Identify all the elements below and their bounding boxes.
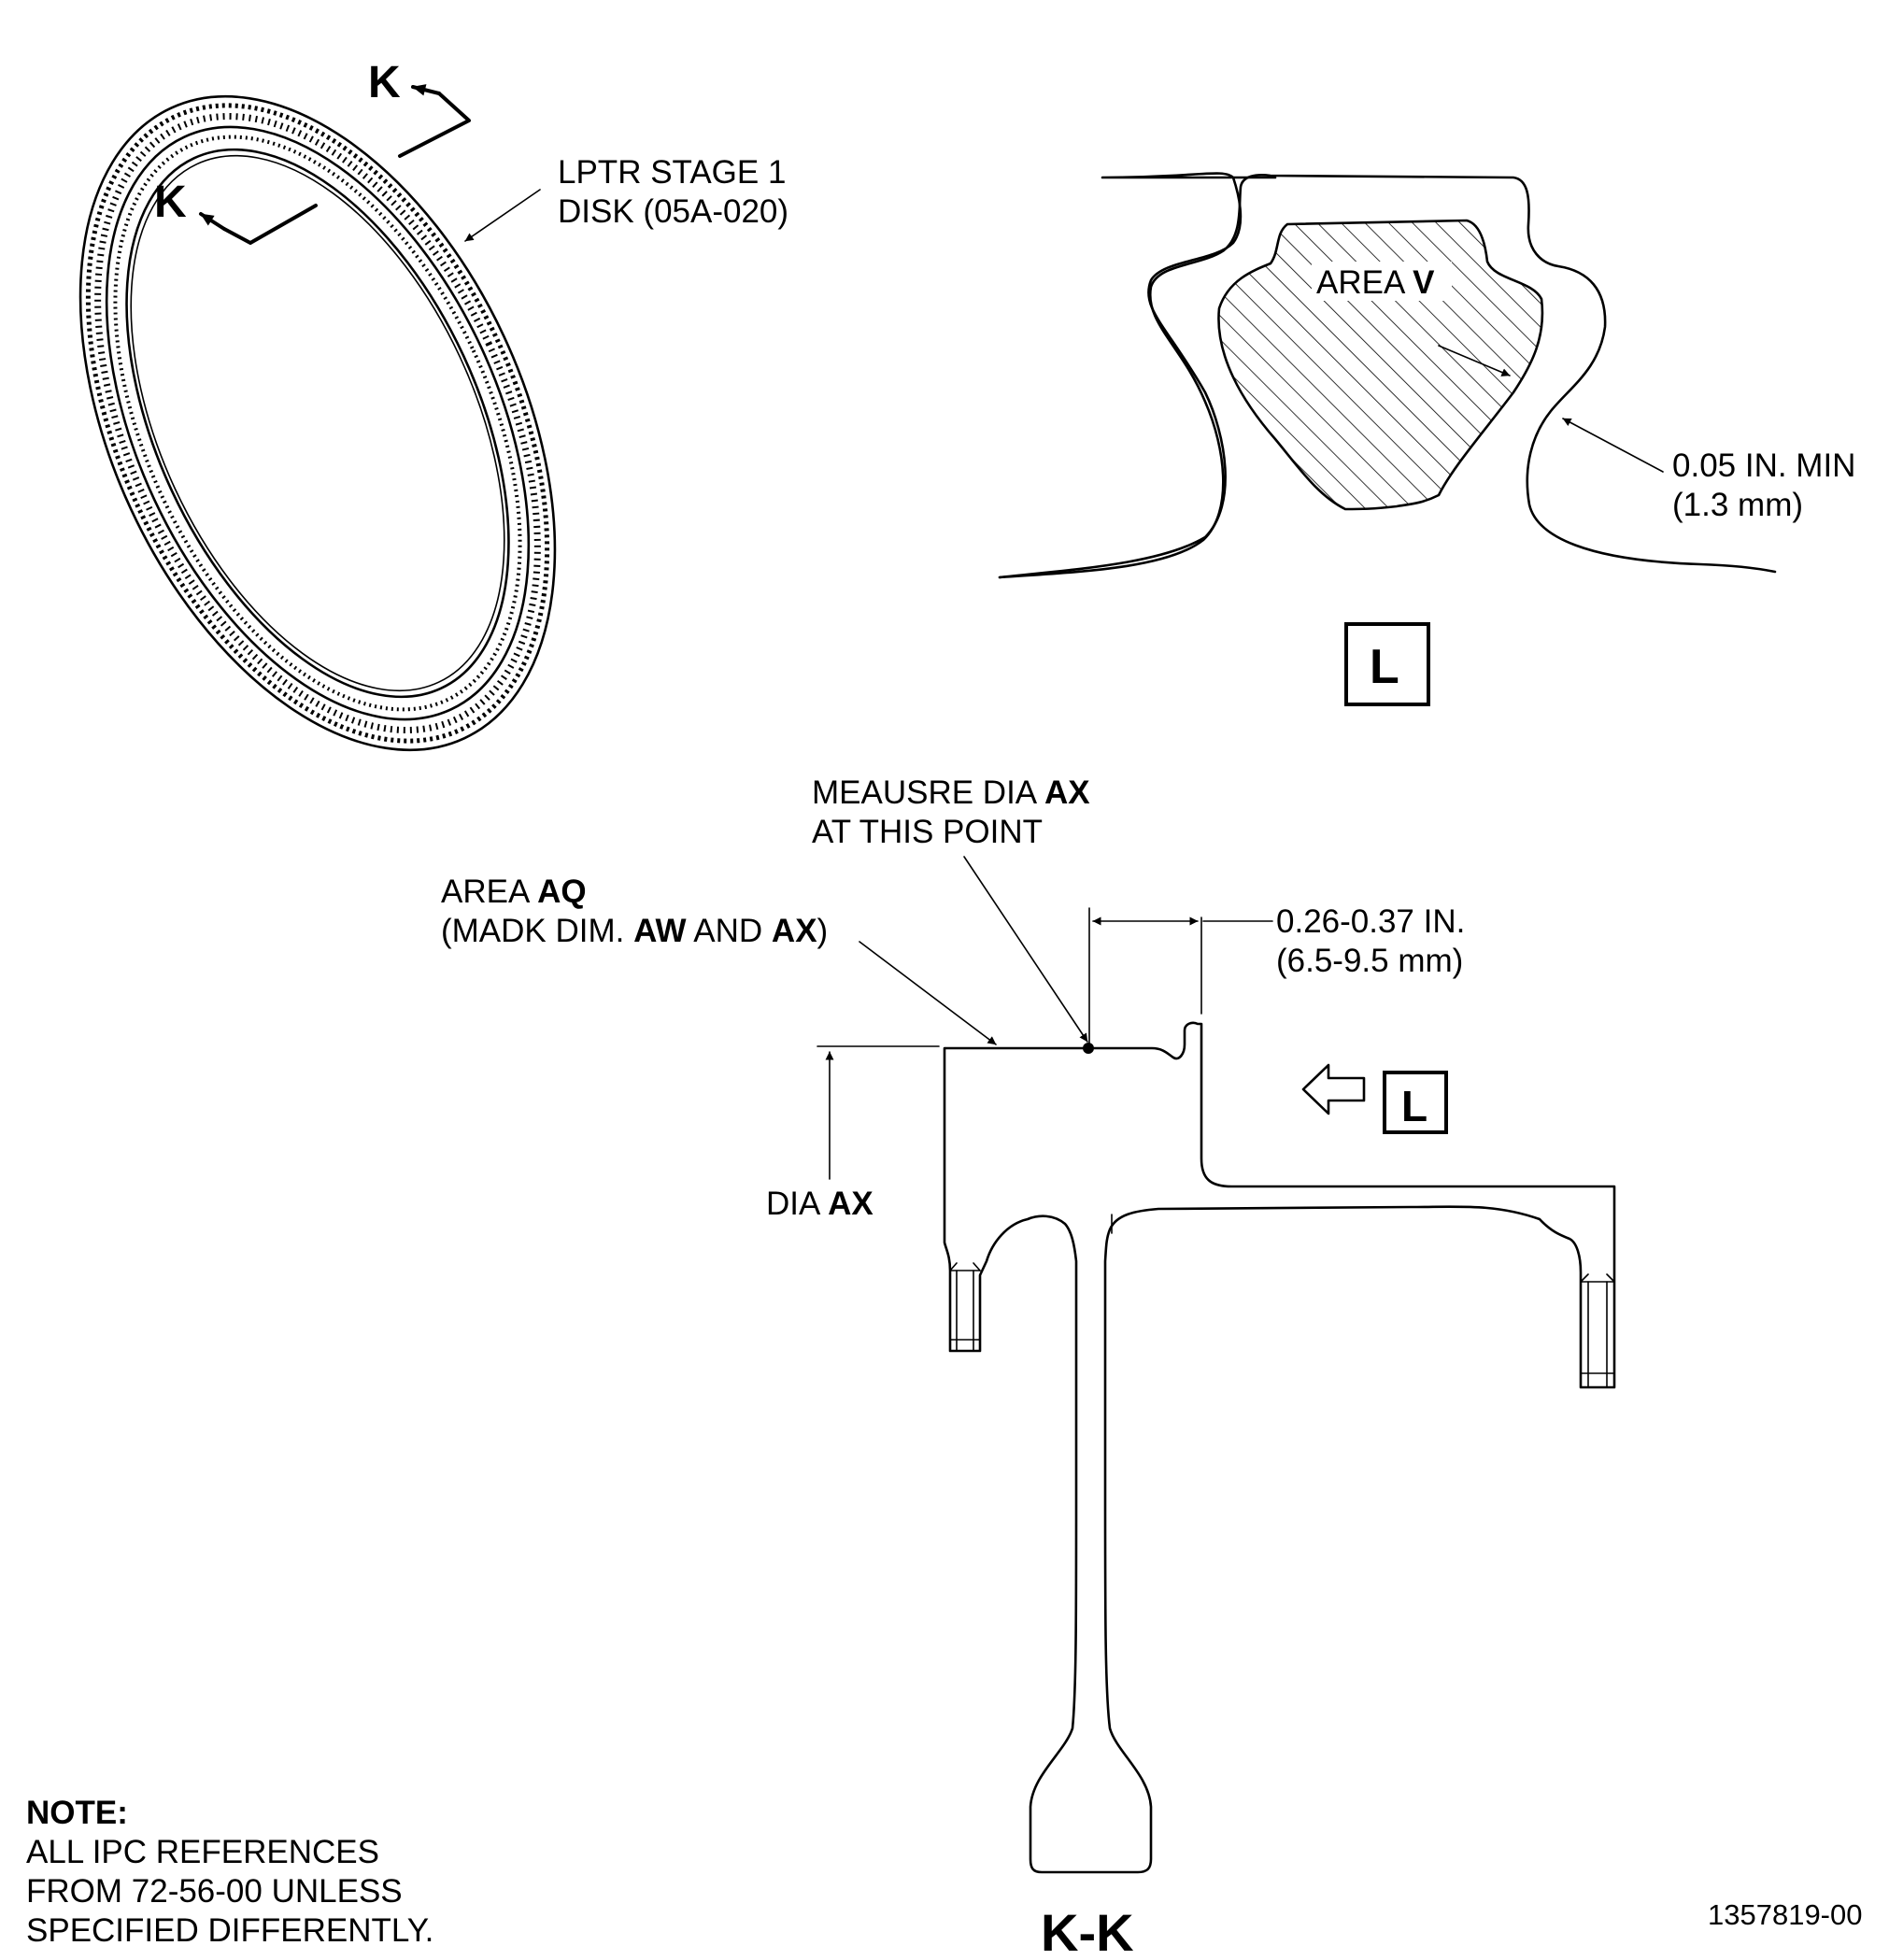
view-arrow-letter: L xyxy=(1401,1082,1427,1130)
section-cut-line-top xyxy=(398,92,471,158)
detail-l-letter: L xyxy=(1370,640,1399,694)
min-clearance-callout: 0.05 IN. MIN (1.3 mm) xyxy=(1672,447,1865,523)
measure-point xyxy=(1083,1043,1094,1054)
view-direction-arrow xyxy=(1301,1063,1366,1115)
section-marker-left: K xyxy=(154,178,187,227)
width-dimension-label: 0.26-0.37 IN. (6.5-9.5 mm) xyxy=(1276,903,1474,979)
area-aq-leader xyxy=(859,941,997,1045)
note-text: ALL IPC REFERENCES FROM 72-56-00 UNLESS … xyxy=(26,1834,433,1949)
area-aq-callout: AREA AQ (MADK DIM. AW AND AX) xyxy=(441,873,828,949)
disk-land xyxy=(105,125,531,721)
measure-leader xyxy=(963,856,1088,1043)
disk-serration xyxy=(113,135,522,712)
area-v-label: AREA V xyxy=(1316,264,1435,301)
figure-number: 1357819-00 xyxy=(1708,1898,1863,1931)
measure-callout: MEAUSRE DIA AX AT THIS POINT xyxy=(812,774,1099,850)
min-clearance-leader xyxy=(1562,418,1664,473)
disk-bore xyxy=(125,148,510,699)
area-v-hatched-region xyxy=(1217,219,1544,511)
disk-isometric-view: K K LPTR STAGE 1 DISK (05A-020) xyxy=(78,58,795,752)
disk-cross-section xyxy=(943,1021,1616,1874)
dia-ax-label: DIA AX xyxy=(766,1186,873,1222)
section-marker-top: K xyxy=(368,58,401,107)
disk-leader xyxy=(464,189,541,242)
note-heading: NOTE: xyxy=(26,1795,128,1831)
disk-slot-outer xyxy=(85,103,550,744)
disk-slot-inner xyxy=(94,113,541,733)
detail-l-view: AREA V 0.05 IN. MIN (1.3 mm) L xyxy=(998,172,1865,706)
disk-bore-edge xyxy=(130,154,505,692)
section-cut-line-left xyxy=(222,204,318,245)
note-block: NOTE: ALL IPC REFERENCES FROM 72-56-00 U… xyxy=(26,1795,433,1949)
section-kk-view: 0.26-0.37 IN. (6.5-9.5 mm) MEAUSRE DIA A… xyxy=(441,774,1616,1960)
detail-l-box xyxy=(1344,622,1430,706)
disk-callout: LPTR STAGE 1 DISK (05A-020) xyxy=(558,154,795,230)
view-arrow-box xyxy=(1383,1071,1448,1134)
section-title: K-K xyxy=(1041,1903,1134,1960)
